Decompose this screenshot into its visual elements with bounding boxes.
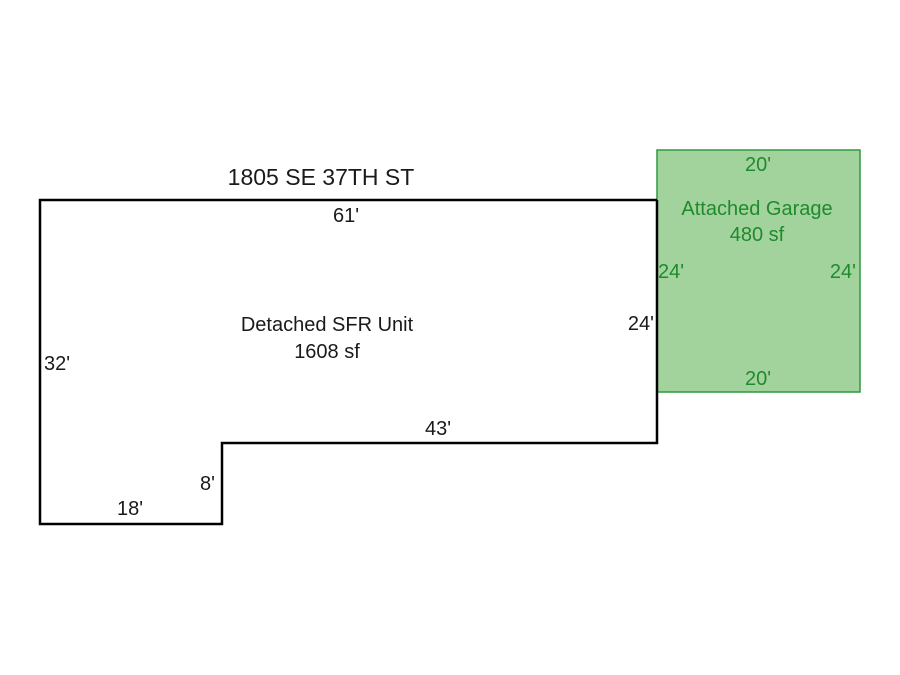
dim-house-bottom-right: 43': [425, 418, 451, 440]
dim-house-bottom-left: 18': [117, 498, 143, 520]
garage-outline: [656, 149, 861, 393]
dim-house-right: 24': [628, 313, 654, 335]
house-area-label: 1608 sf: [294, 341, 360, 363]
dim-house-top: 61': [333, 205, 359, 227]
house-name-label: Detached SFR Unit: [241, 314, 414, 336]
dim-garage-left: 24': [658, 261, 684, 283]
address-title: 1805 SE 37TH ST: [228, 164, 415, 190]
dim-garage-bottom: 20': [745, 368, 771, 390]
dim-garage-top: 20': [745, 154, 771, 176]
dim-garage-right: 24': [830, 261, 856, 283]
house-outline: [38, 198, 659, 526]
dim-house-left: 32': [44, 353, 70, 375]
garage-area-label: 480 sf: [730, 224, 785, 246]
garage-name-label: Attached Garage: [681, 198, 832, 220]
dim-house-notch: 8': [200, 473, 215, 495]
